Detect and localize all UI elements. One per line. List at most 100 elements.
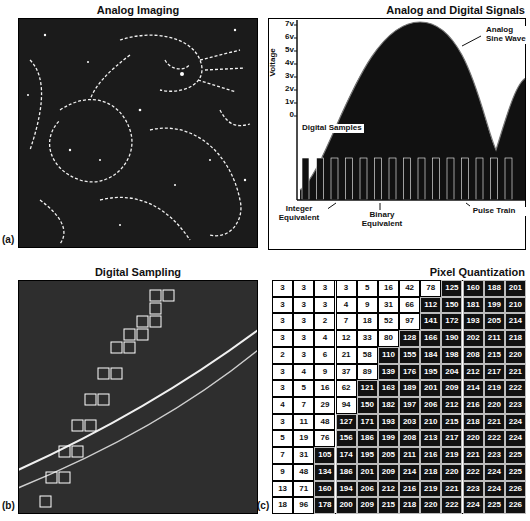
table-cell: 31: [293, 447, 314, 464]
table-cell: 215: [378, 497, 399, 514]
table-cell: 150: [441, 297, 462, 314]
table-cell: 78: [420, 280, 441, 297]
table-cell: 37: [336, 364, 357, 381]
table-cell: 195: [420, 364, 441, 381]
table-cell: 3: [314, 280, 335, 297]
table-cell: 66: [399, 297, 420, 314]
table-cell: 89: [357, 364, 378, 381]
table-cell: 224: [463, 497, 484, 514]
table-cell: 222: [484, 430, 505, 447]
table-cell: 218: [399, 497, 420, 514]
table-cell: 71: [293, 481, 314, 498]
axis-value: 7v: [280, 20, 294, 29]
axis-value: 4v: [280, 59, 294, 68]
table-cell: 4: [314, 330, 335, 347]
table-cell: 7: [272, 447, 293, 464]
table-cell: 219: [441, 447, 462, 464]
table-cell: 18: [272, 497, 293, 514]
table-cell: 182: [378, 397, 399, 414]
table-cell: 220: [484, 397, 505, 414]
table-cell: 42: [399, 280, 420, 297]
axis-value: 2v: [280, 85, 294, 94]
table-cell: 139: [378, 364, 399, 381]
table-cell: 212: [463, 364, 484, 381]
table-cell: 220: [463, 430, 484, 447]
panel-letter: (c): [257, 500, 269, 511]
table-cell: 6: [314, 347, 335, 364]
table-cell: 12: [336, 330, 357, 347]
table-cell: 33: [357, 330, 378, 347]
table-cell: 121: [357, 380, 378, 397]
table-cell: 156: [336, 430, 357, 447]
table-cell: 194: [336, 481, 357, 498]
table-cell: 3: [293, 280, 314, 297]
table-cell: 203: [399, 414, 420, 431]
table-cell: 189: [399, 380, 420, 397]
table-cell: 218: [463, 414, 484, 431]
table-cell: 181: [463, 297, 484, 314]
table-cell: 127: [336, 414, 357, 431]
table-cell: 3: [272, 313, 293, 330]
panel-letter: (a): [2, 234, 14, 245]
table-cell: 29: [314, 397, 335, 414]
axis-title: Voltage: [269, 42, 278, 82]
table-cell: 208: [399, 430, 420, 447]
panel-title: Analog Imaging: [7, 4, 269, 17]
table-cell: 224: [484, 481, 505, 498]
table-cell: 80: [378, 330, 399, 347]
table-cell: 223: [463, 481, 484, 498]
table-cell: 5: [272, 430, 293, 447]
callout-label: Digital Samples: [300, 124, 364, 133]
table-cell: 11: [293, 414, 314, 431]
table-cell: 16: [378, 280, 399, 297]
table-cell: 48: [293, 464, 314, 481]
table-cell: 199: [378, 430, 399, 447]
axis-value: 6v: [280, 33, 294, 42]
table-cell: 3: [293, 313, 314, 330]
table-cell: 225: [484, 497, 505, 514]
table-cell: 211: [399, 447, 420, 464]
table-cell: 201: [357, 464, 378, 481]
table-cell: 105: [314, 447, 335, 464]
panel-frame: Analog Imaging: [18, 18, 258, 248]
table-cell: 160: [314, 481, 335, 498]
table-cell: 220: [420, 497, 441, 514]
table-cell: 2: [314, 313, 335, 330]
table-cell: 3: [272, 280, 293, 297]
table-cell: 62: [336, 380, 357, 397]
table-cell: 205: [378, 447, 399, 464]
table-cell: 3: [293, 297, 314, 314]
pulse-train: [302, 158, 512, 200]
table-cell: 214: [505, 313, 526, 330]
voltage-axis: [296, 20, 298, 200]
table-cell: 226: [505, 497, 526, 514]
table-cell: 2: [272, 347, 293, 364]
table-cell: 9: [272, 464, 293, 481]
contour-line: [18, 350, 258, 488]
table-cell: 19: [293, 430, 314, 447]
table-cell: 201: [420, 380, 441, 397]
table-cell: 215: [441, 414, 462, 431]
sample-squares: [40, 290, 174, 507]
table-cell: 221: [505, 364, 526, 381]
table-cell: 160: [463, 280, 484, 297]
panel-title: Analog and Digital Signals: [257, 4, 525, 17]
callout-label: Analog Sine Wave: [484, 26, 530, 44]
table-cell: 31: [378, 297, 399, 314]
table-cell: 4: [293, 364, 314, 381]
table-cell: 219: [484, 380, 505, 397]
table-cell: 204: [441, 364, 462, 381]
table-cell: 220: [505, 347, 526, 364]
table-cell: 210: [505, 297, 526, 314]
table-cell: 3: [272, 380, 293, 397]
table-cell: 21: [336, 347, 357, 364]
table-cell: 218: [505, 330, 526, 347]
table-cell: 134: [314, 464, 335, 481]
table-cell: 3: [293, 347, 314, 364]
table-cell: 224: [484, 464, 505, 481]
axis-value: 0: [280, 111, 294, 120]
table-cell: 128: [399, 330, 420, 347]
speckles: [27, 29, 246, 226]
table-cell: 202: [463, 330, 484, 347]
table-cell: 172: [441, 313, 462, 330]
